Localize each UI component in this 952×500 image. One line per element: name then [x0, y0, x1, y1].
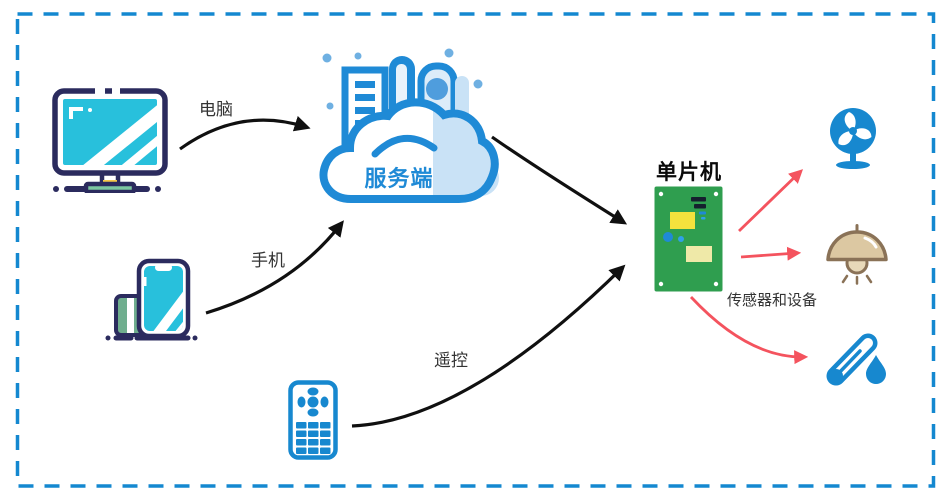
- arrow-phone-to-server: [205, 220, 344, 315]
- lamp-icon: [822, 224, 892, 286]
- computer-icon: [46, 88, 171, 193]
- fan-icon: [824, 106, 882, 170]
- mcu-label: 单片机: [656, 161, 722, 184]
- arrow-mcu-to-fan: [738, 169, 804, 233]
- arrow-mcu-to-lamp: [740, 246, 802, 261]
- thermometer-icon: [818, 330, 890, 392]
- phone-icon: [103, 252, 198, 344]
- server-label: 服务端: [364, 166, 434, 191]
- dashed-border: [15, 12, 936, 488]
- cloud-server-icon: [315, 42, 500, 204]
- computer-arrow-label: 电脑: [199, 100, 233, 119]
- arrow-computer-to-server: [179, 115, 311, 151]
- devices-group-label: 传感器和设备: [727, 292, 818, 309]
- arrow-server-to-mcu: [491, 135, 628, 225]
- remote-arrow-label: 遥控: [434, 351, 468, 370]
- arrow-mcu-to-thermometer: [689, 296, 809, 365]
- phone-arrow-label: 手机: [251, 251, 285, 270]
- mcu-board-icon: [654, 186, 723, 292]
- arrow-remote-to-mcu: [351, 264, 626, 428]
- remote-icon: [288, 380, 338, 460]
